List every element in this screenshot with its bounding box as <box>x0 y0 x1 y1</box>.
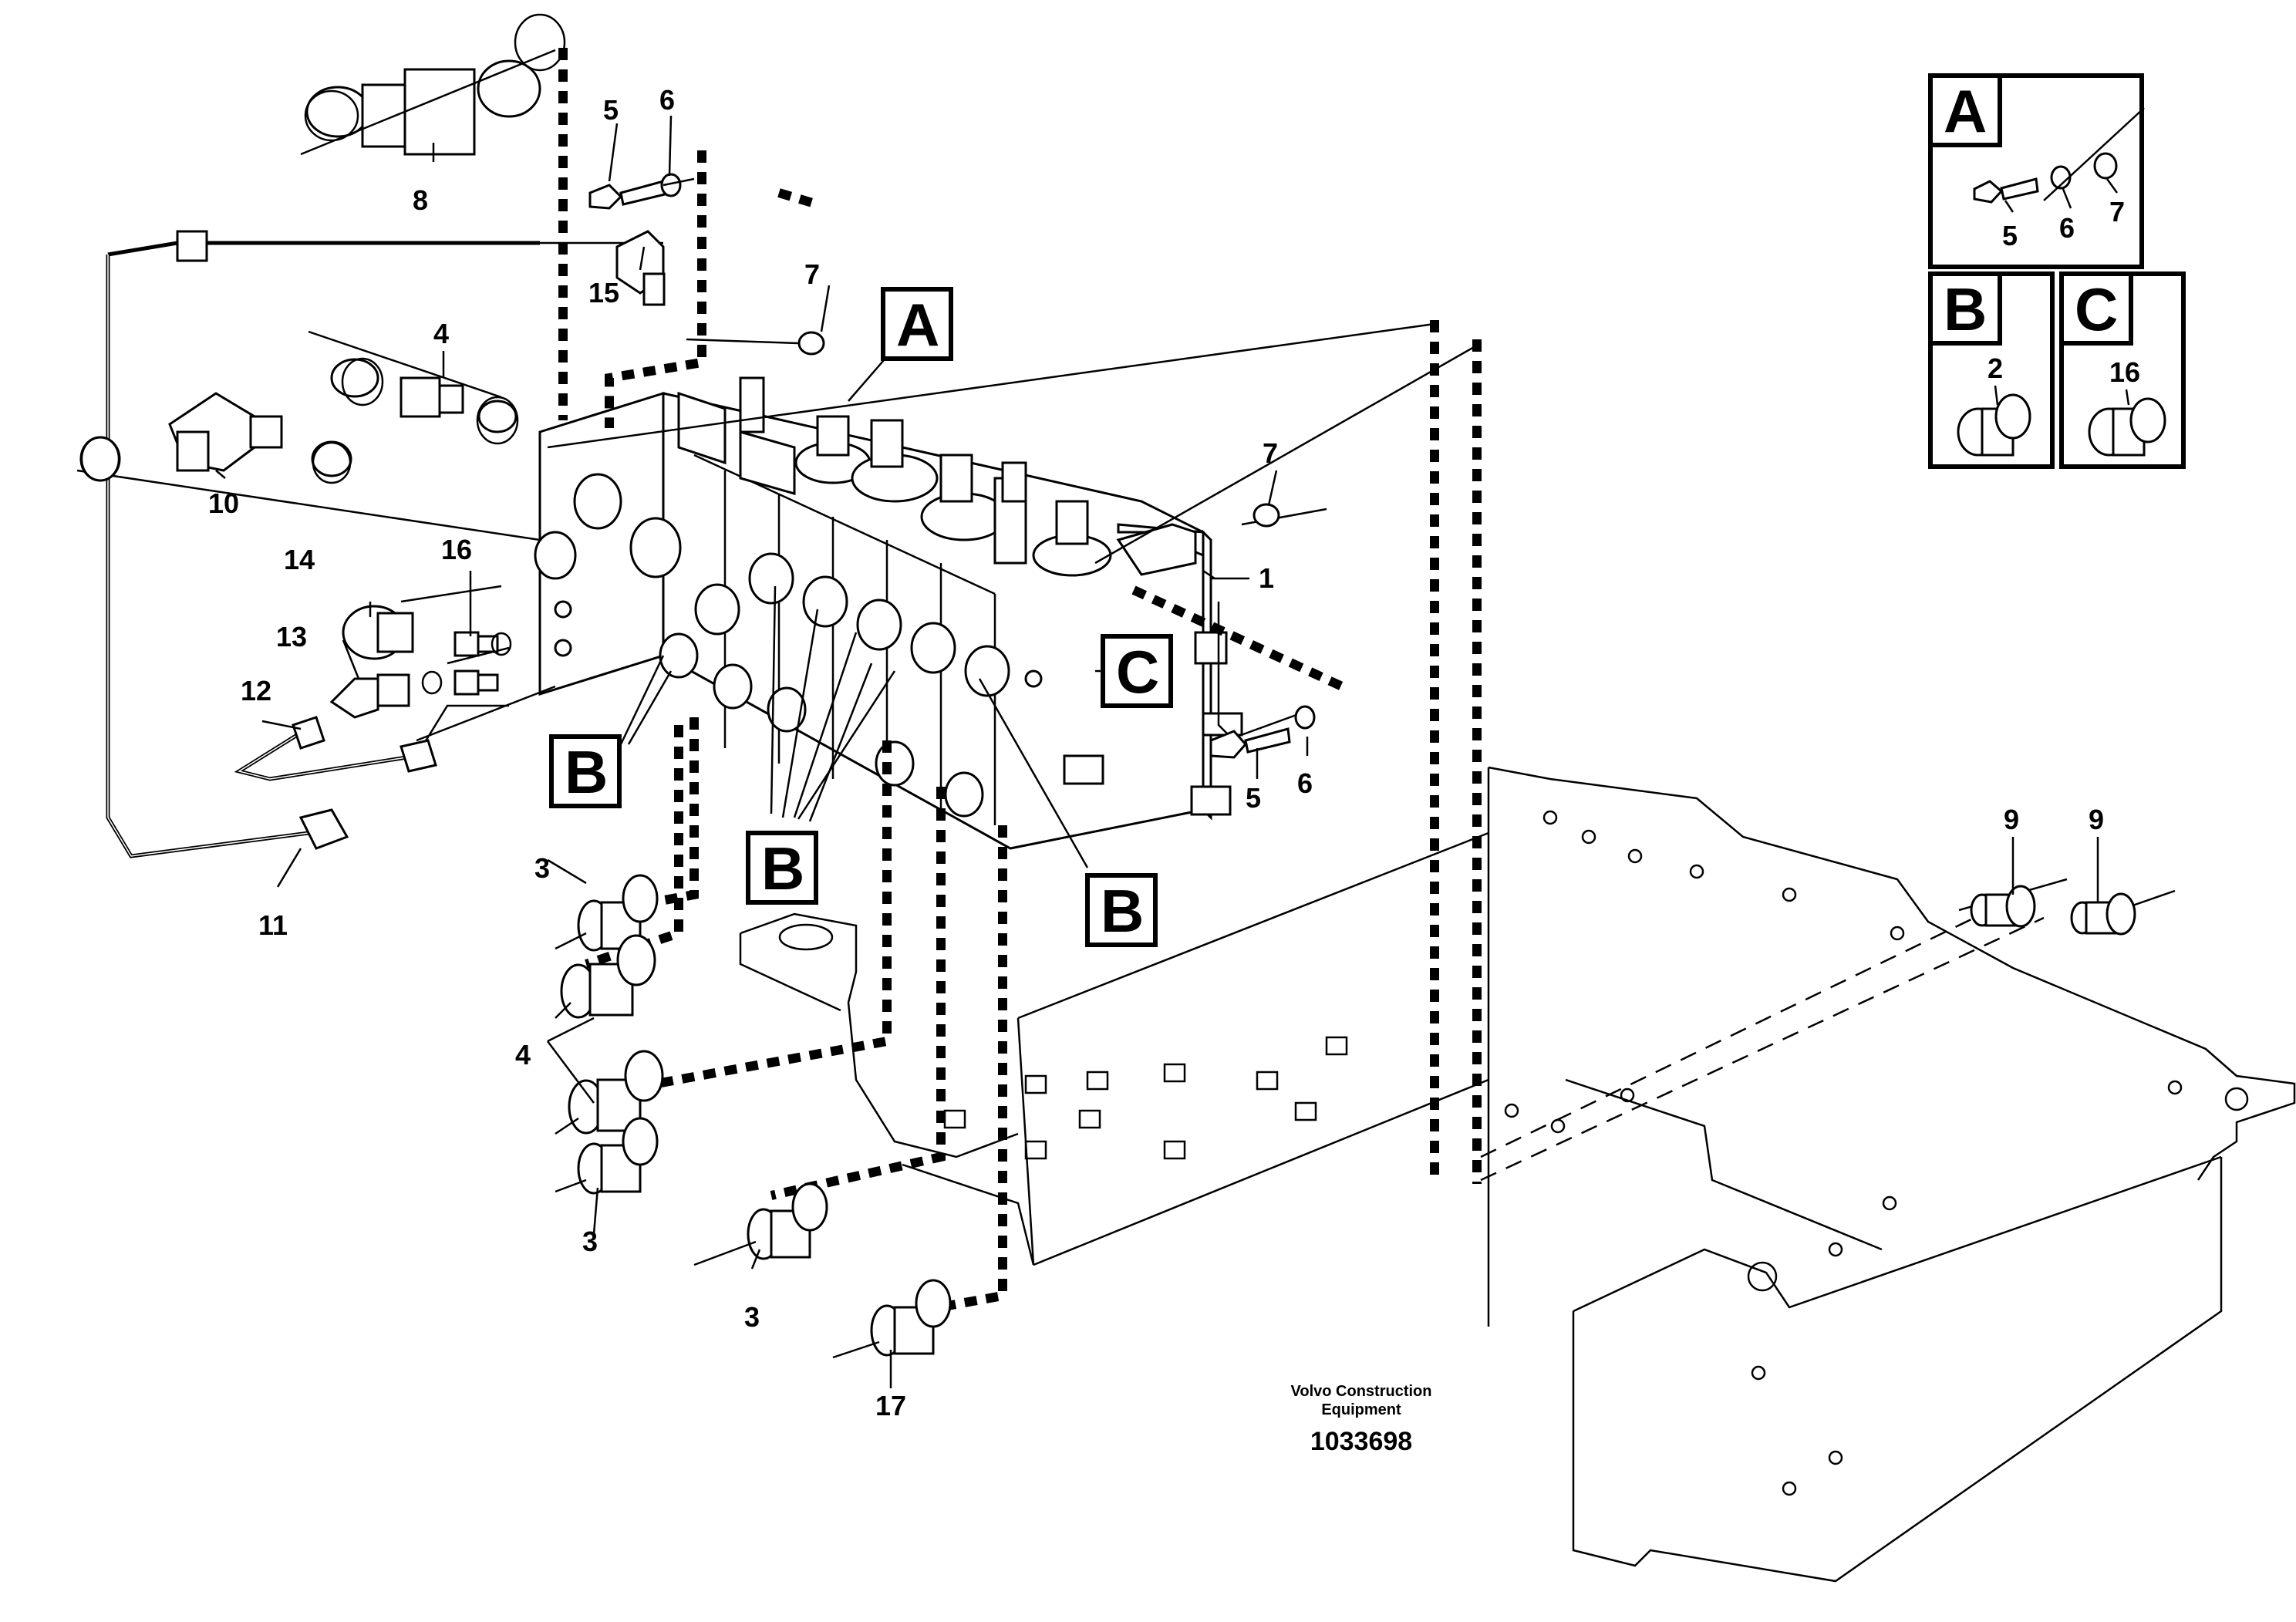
inset-c-label: C <box>2075 275 2118 343</box>
callout-6-top: 6 <box>659 84 675 116</box>
callout-4-top: 4 <box>433 318 449 349</box>
inset-a-label: A <box>1944 77 1987 145</box>
callout-9-b: 9 <box>2089 804 2104 835</box>
callout-4-b: 4 <box>515 1039 531 1071</box>
control-valve-block <box>534 376 1243 850</box>
manufacturer-line1: Volvo Construction <box>1291 1383 1432 1400</box>
callout-5-inset: 5 <box>2002 220 2018 251</box>
callout-3-b: 3 <box>582 1226 598 1257</box>
fittings <box>79 13 2136 1359</box>
detail-label-boxes <box>549 287 1173 947</box>
connection-dashes <box>558 48 1482 1316</box>
callout-6-right: 6 <box>1297 767 1313 799</box>
detail-letters: A C B B B A B C <box>565 77 2118 945</box>
footer-caption: Volvo Construction Equipment 1033698 <box>1291 1383 1432 1456</box>
detail-c-main: C <box>1116 638 1159 706</box>
frame-bracket <box>1017 766 2296 1583</box>
callout-1: 1 <box>1259 562 1274 594</box>
callout-labels: 1 5 6 8 15 7 4 10 14 16 13 12 11 7 5 6 3… <box>208 84 2140 1421</box>
detail-b-1: B <box>565 738 608 806</box>
callout-12: 12 <box>241 675 271 706</box>
callout-16-inset: 16 <box>2109 356 2140 388</box>
callout-16-main: 16 <box>441 534 472 565</box>
drawing-number: 1033698 <box>1310 1427 1412 1456</box>
callout-15: 15 <box>588 277 619 309</box>
manufacturer-line2: Equipment <box>1321 1401 1401 1418</box>
callout-7-inset: 7 <box>2109 196 2125 228</box>
callout-10: 10 <box>208 487 239 519</box>
callout-2-inset: 2 <box>1988 352 2003 384</box>
callout-9-a: 9 <box>2004 804 2019 835</box>
detail-b-3: B <box>1101 877 1144 945</box>
tubes <box>106 230 540 858</box>
inset-panels <box>1928 73 2186 469</box>
callout-14: 14 <box>284 544 315 575</box>
callout-8: 8 <box>413 184 428 216</box>
callout-11: 11 <box>258 909 288 941</box>
mounting-plate <box>739 912 1348 1266</box>
callout-17: 17 <box>875 1390 906 1421</box>
detail-b-2: B <box>761 835 804 902</box>
detail-a-main: A <box>896 291 939 359</box>
callout-5-right: 5 <box>1246 782 1261 814</box>
callout-6-inset: 6 <box>2059 212 2075 244</box>
inset-b-label: B <box>1944 275 1987 343</box>
callout-13: 13 <box>276 621 307 653</box>
leader-lines <box>76 241 2176 1182</box>
callout-5-top: 5 <box>603 94 619 126</box>
callout-7-mid: 7 <box>804 258 820 290</box>
callout-3-c: 3 <box>744 1301 760 1333</box>
callout-3-a: 3 <box>534 852 550 884</box>
callout-7-right: 7 <box>1263 437 1278 469</box>
